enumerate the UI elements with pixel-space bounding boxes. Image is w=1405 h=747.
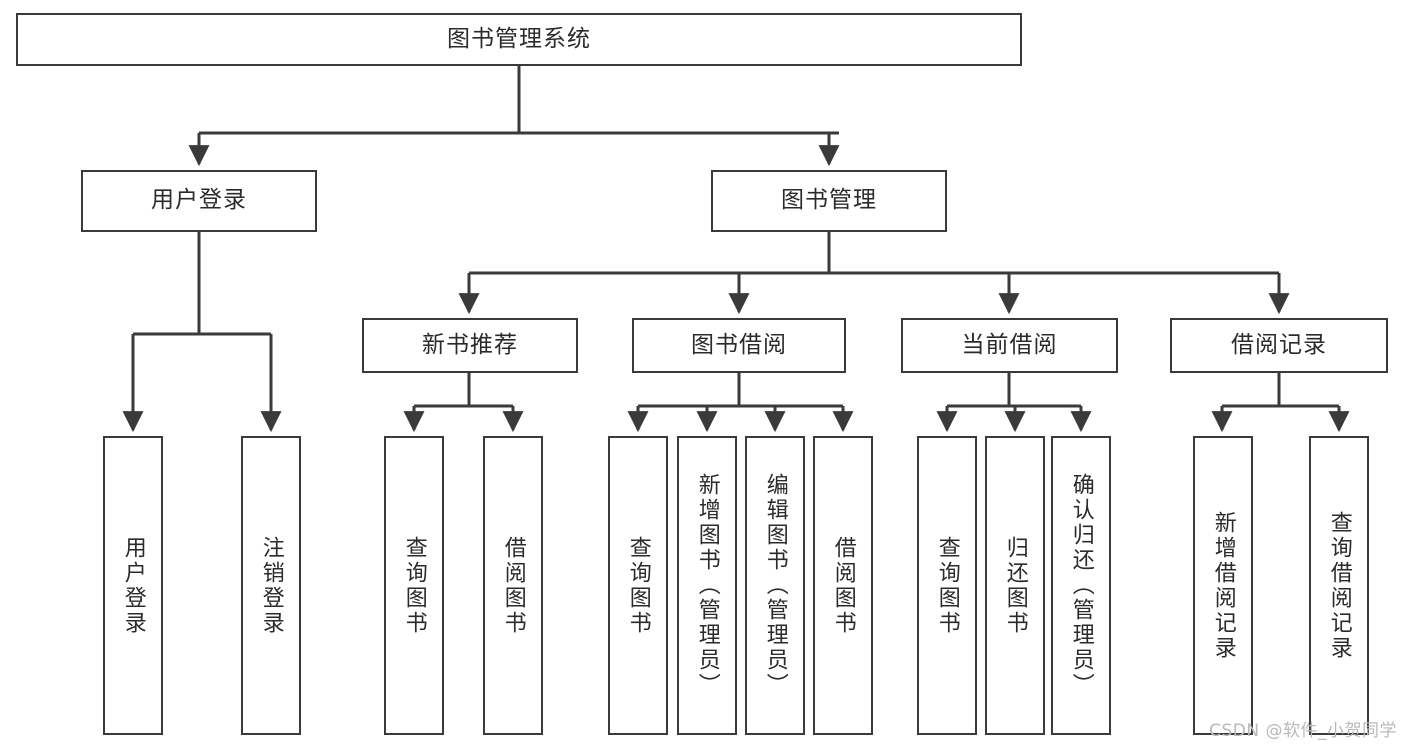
node-label: 编辑图书（管理员） [762, 473, 788, 698]
leaf-book-borrow-query[interactable]: 查询图书 [608, 436, 668, 735]
node-book-management[interactable]: 图书管理 [711, 170, 947, 232]
leaf-current-borrow-confirm-return[interactable]: 确认归还（管理员） [1051, 436, 1111, 735]
node-root-system[interactable]: 图书管理系统 [16, 13, 1022, 66]
leaf-borrow-record-add[interactable]: 新增借阅记录 [1193, 436, 1253, 735]
leaf-book-borrow-add[interactable]: 新增图书（管理员） [677, 436, 737, 735]
node-label: 当前借阅 [961, 331, 1058, 358]
watermark-text: CSDN @软件_小贺同学 [1209, 721, 1397, 741]
node-label: 新增图书（管理员） [694, 473, 720, 698]
node-label: 图书管理 [781, 187, 877, 214]
node-label: 借阅图书 [830, 535, 856, 636]
node-user-login[interactable]: 用户登录 [81, 170, 317, 232]
node-label: 借阅记录 [1231, 331, 1327, 358]
node-borrow-record[interactable]: 借阅记录 [1170, 318, 1388, 373]
node-label: 注销登录 [258, 535, 284, 636]
leaf-borrow-record-query[interactable]: 查询借阅记录 [1309, 436, 1369, 735]
node-label: 查询图书 [934, 535, 960, 636]
node-new-book-recommend[interactable]: 新书推荐 [362, 318, 578, 373]
node-book-borrow[interactable]: 图书借阅 [632, 318, 846, 373]
leaf-user-login-logout[interactable]: 注销登录 [241, 436, 301, 735]
leaf-book-borrow-edit[interactable]: 编辑图书（管理员） [745, 436, 805, 735]
node-label: 借阅图书 [500, 535, 526, 636]
node-label: 图书管理系统 [447, 25, 591, 52]
leaf-current-borrow-return[interactable]: 归还图书 [985, 436, 1045, 735]
node-label: 图书借阅 [691, 331, 787, 358]
leaf-new-book-borrow[interactable]: 借阅图书 [483, 436, 543, 735]
node-label: 新书推荐 [422, 331, 518, 358]
leaf-current-borrow-query[interactable]: 查询图书 [917, 436, 977, 735]
leaf-user-login-login[interactable]: 用户登录 [103, 436, 163, 735]
node-current-borrow[interactable]: 当前借阅 [901, 318, 1118, 373]
node-label: 查询图书 [401, 535, 427, 636]
node-label: 用户登录 [120, 535, 146, 636]
node-label: 归还图书 [1002, 535, 1028, 636]
node-label: 用户登录 [151, 187, 247, 214]
leaf-new-book-query[interactable]: 查询图书 [384, 436, 444, 735]
leaf-book-borrow-borrow[interactable]: 借阅图书 [813, 436, 873, 735]
node-label: 新增借阅记录 [1210, 510, 1236, 661]
node-label: 查询图书 [625, 535, 651, 636]
node-label: 查询借阅记录 [1326, 510, 1352, 661]
node-label: 确认归还（管理员） [1068, 473, 1094, 698]
